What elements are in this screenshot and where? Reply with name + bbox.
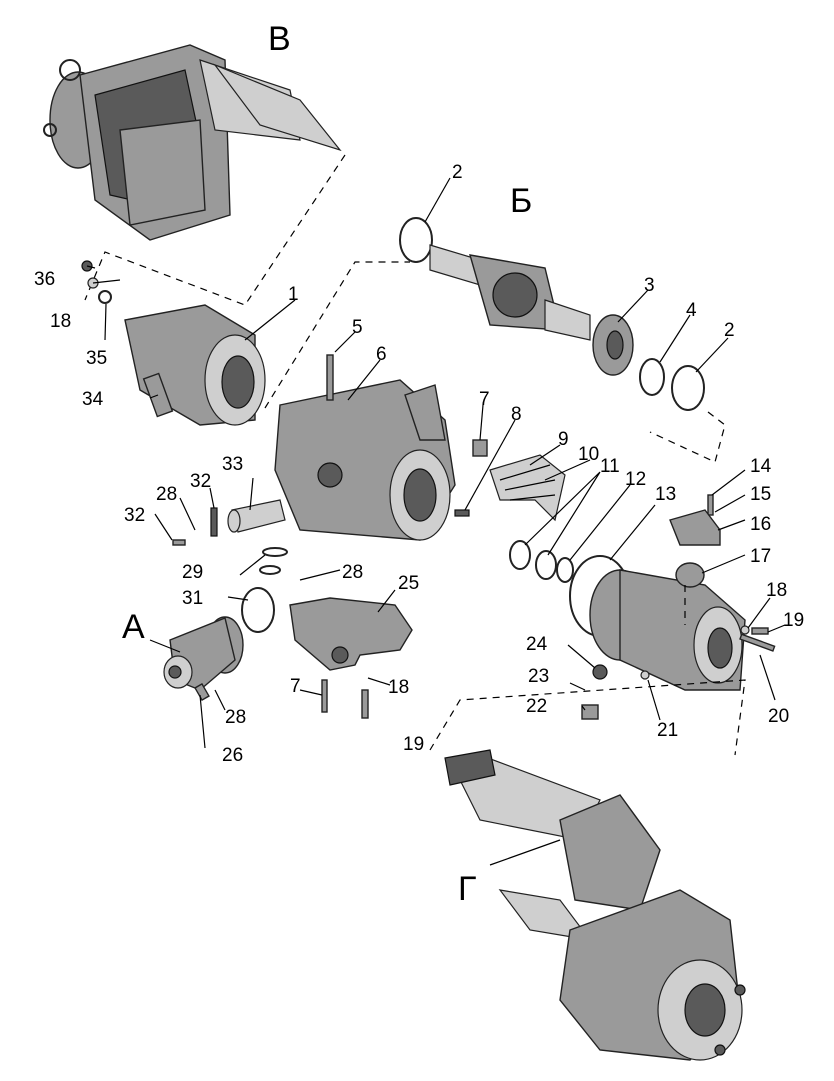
part-21-ball [640,670,650,680]
callout-19: 19 [783,610,804,631]
callout-13: 13 [655,484,676,505]
callout-22: 22 [526,696,547,717]
callout-18: 18 [766,580,787,601]
part-16-clamp [669,509,721,546]
callout-12: 12 [625,469,646,490]
callout-7: 7 [290,676,301,697]
callout-36: 36 [34,269,55,290]
part-8-pin [454,509,470,517]
part-7-bolt-b [321,679,328,713]
callout-labels: 1 2 2 3 4 5 6 7 7 8 9 10 11 12 13 14 15 … [34,162,804,766]
assembly-b-drawing [399,217,591,341]
callout-10: 10 [578,444,599,465]
callout-28: 28 [342,562,363,583]
callout-9: 9 [558,429,569,450]
callout-23: 23 [528,666,549,687]
callout-28: 28 [225,707,246,728]
part-35-washer [98,290,112,304]
assembly-label-b: Б [510,182,532,220]
callout-32: 32 [190,471,211,492]
leader-lines [86,177,786,866]
leader-b-box [264,261,726,463]
leader-v-to-1 [84,154,346,306]
callout-7: 7 [479,389,490,410]
callout-29: 29 [182,562,203,583]
callout-31: 31 [182,588,203,609]
part-1-housing [124,304,266,426]
callout-15: 15 [750,484,771,505]
part-31-ring [241,587,275,633]
callout-5: 5 [352,317,363,338]
part-14-bolt [707,494,714,516]
callout-28: 28 [156,484,177,505]
callout-26: 26 [222,745,243,766]
callout-3: 3 [644,275,655,296]
callout-18: 18 [388,677,409,698]
part-13-housing [589,569,746,691]
part-32-clip [210,507,218,537]
callout-20: 20 [768,706,789,727]
callout-18: 18 [50,311,71,332]
assembly-a-drawing [163,616,244,702]
assembly-label-a: А [122,608,145,646]
callout-25: 25 [398,573,419,594]
assembly-v-drawing [43,44,342,241]
part-4-ring [639,358,665,396]
part-5-bolt [326,354,334,401]
part-19-bolt-b [361,689,369,719]
callout-34: 34 [82,389,104,410]
callout-2: 2 [724,320,735,341]
part-7-plug-a [472,439,488,457]
assembly-label-v: В [268,20,291,58]
part-19-bolt-right [751,627,769,635]
part-28-wire [259,565,281,575]
callout-1: 1 [288,284,299,305]
part-2-bearing-b [671,365,705,411]
part-25-bracket [289,597,413,671]
part-6-main-housing [274,379,456,541]
callout-14: 14 [750,456,772,477]
callout-32: 32 [124,505,145,526]
part-18-washer-right [740,625,750,635]
part-12-ring [556,557,574,583]
callout-21: 21 [657,720,678,741]
part-9-10-lock-plates [489,454,566,522]
part-22-plug [581,704,599,720]
callout-11: 11 [600,456,620,477]
part-24-plug [592,664,608,680]
part-11-ring-b [535,550,557,580]
callout-4: 4 [686,300,697,321]
callout-6: 6 [376,344,387,365]
part-29-wire [262,547,288,557]
leader-g-box [429,679,746,756]
part-3-gear [592,314,634,376]
part-11-ring-a [509,540,531,570]
callout-2: 2 [452,162,463,183]
callout-8: 8 [511,404,522,425]
part-32-screw [172,539,186,546]
assembly-label-g: Г [458,870,476,908]
assembly-g-drawing [444,749,746,1061]
callout-16: 16 [750,514,771,535]
part-20-rod [739,633,776,652]
callout-35: 35 [86,348,107,369]
callout-19: 19 [403,734,424,755]
callout-24: 24 [526,634,548,655]
callout-17: 17 [750,546,771,567]
callout-33: 33 [222,454,243,475]
part-17-bushing [675,562,705,588]
